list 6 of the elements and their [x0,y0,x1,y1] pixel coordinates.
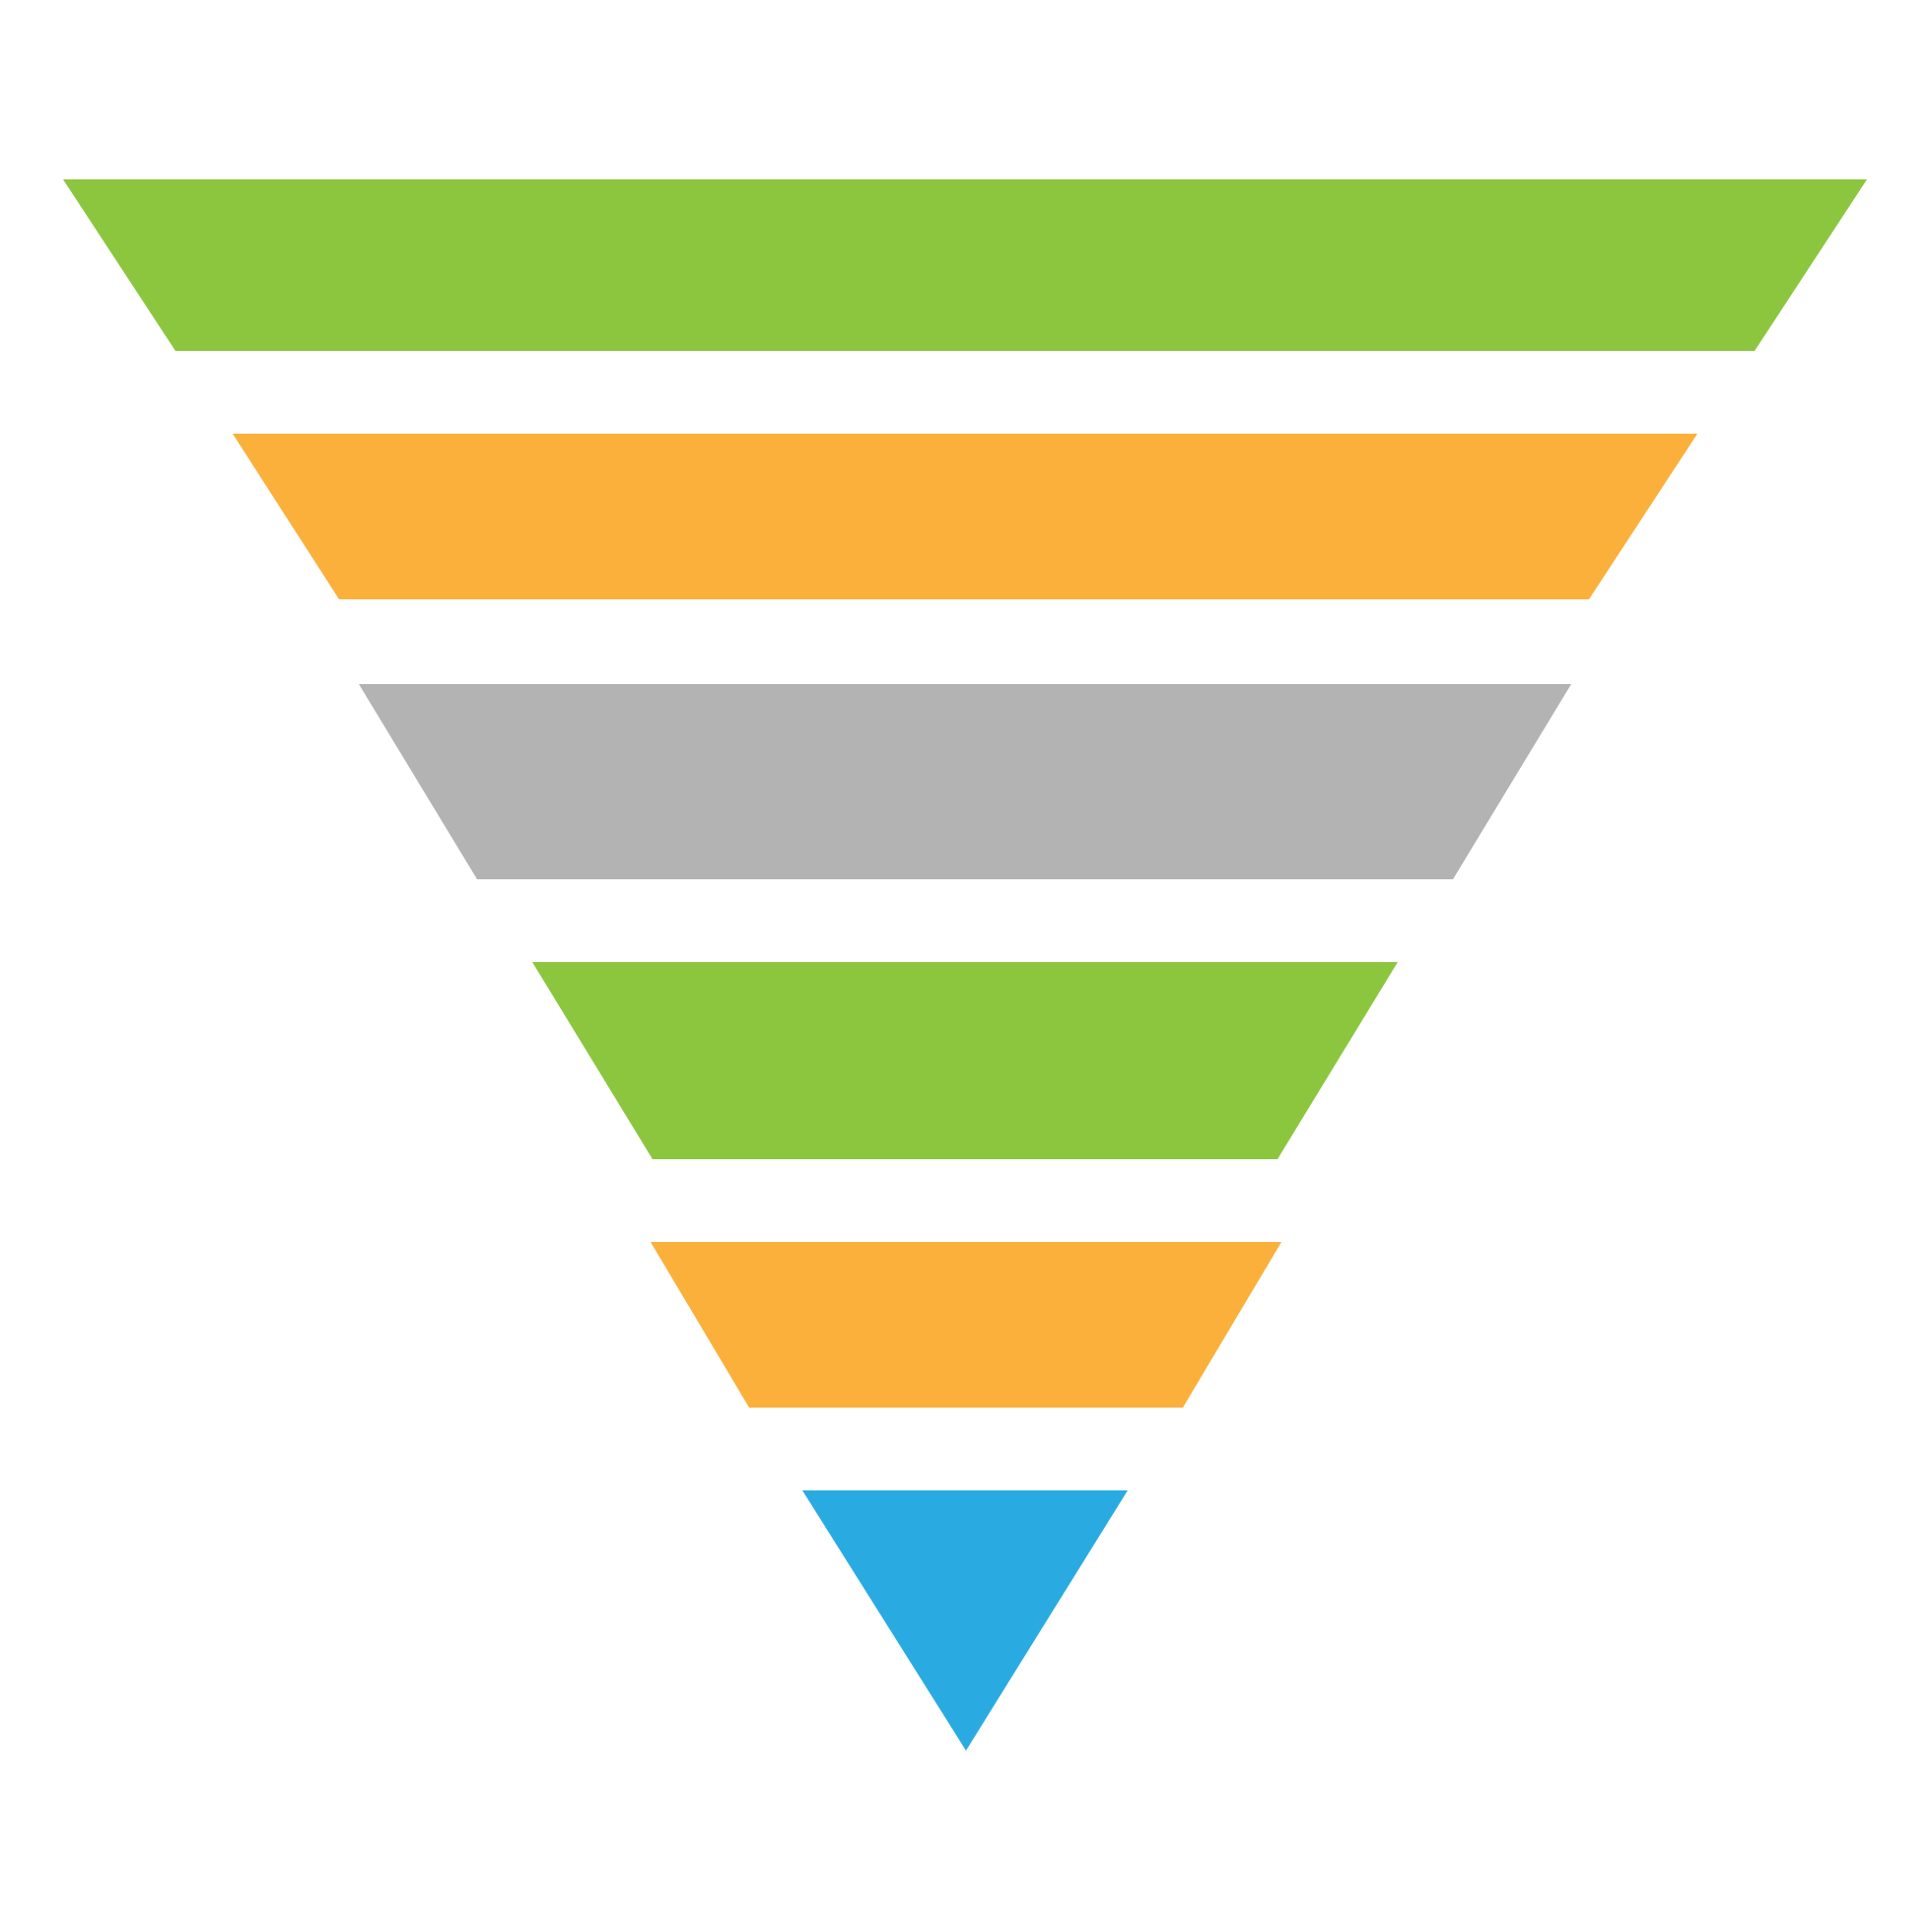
funnel-band [359,684,1571,879]
funnel-band [233,434,1698,599]
funnel-tip [802,1490,1128,1751]
funnel-band [63,179,1867,351]
funnel-band [651,1242,1281,1408]
funnel-band [532,962,1398,1159]
